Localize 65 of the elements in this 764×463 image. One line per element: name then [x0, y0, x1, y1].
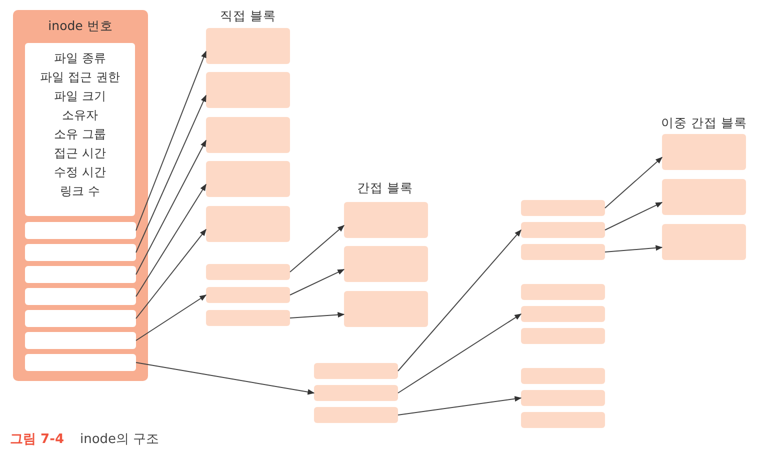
- arrow: [398, 314, 522, 394]
- arrow: [136, 294, 207, 341]
- data-block: [521, 200, 605, 216]
- arrow: [604, 245, 663, 252]
- attribute-list-box: [25, 43, 135, 216]
- data-block: [521, 412, 605, 428]
- arrow: [136, 140, 206, 275]
- data-block: [662, 134, 746, 170]
- data-block: [344, 246, 428, 282]
- column-heading: 이중 간접 블록: [661, 115, 747, 132]
- data-block: [521, 368, 605, 384]
- arrow: [136, 228, 206, 319]
- column-heading: 직접 블록: [220, 8, 276, 25]
- data-block: [521, 390, 605, 406]
- pointer-slot: [25, 288, 136, 305]
- arrow: [290, 224, 345, 272]
- data-block: [314, 385, 398, 401]
- data-block: [521, 328, 605, 344]
- arrow: [136, 362, 315, 395]
- data-block: [314, 407, 398, 423]
- arrow: [136, 94, 206, 253]
- data-block: [344, 291, 428, 327]
- data-block: [521, 222, 605, 238]
- arrow: [398, 396, 522, 416]
- attribute-label: 수정 시간: [54, 164, 106, 181]
- attribute-label: 소유 그룹: [54, 126, 106, 143]
- pointer-slot: [25, 310, 136, 327]
- data-block: [521, 284, 605, 300]
- arrow: [136, 50, 206, 231]
- data-block: [344, 202, 428, 238]
- column-heading: 간접 블록: [357, 180, 413, 197]
- pointer-slot: [25, 222, 136, 239]
- attribute-label: 링크 수: [60, 183, 100, 200]
- data-block: [521, 306, 605, 322]
- arrow: [290, 268, 345, 296]
- arrow: [604, 156, 663, 208]
- arrow: [398, 229, 522, 372]
- box-title: inode 번호: [48, 17, 113, 35]
- attribute-label: 소유자: [62, 107, 98, 124]
- data-block: [206, 28, 290, 64]
- data-block: [206, 264, 290, 280]
- attribute-label: 파일 접근 권한: [40, 69, 120, 86]
- attribute-label: 파일 크기: [54, 88, 106, 105]
- data-block: [662, 224, 746, 260]
- pointer-slot: [25, 354, 136, 371]
- pointer-slot: [25, 332, 136, 349]
- arrow: [604, 202, 663, 230]
- data-block: [662, 179, 746, 215]
- pointer-slot: [25, 244, 136, 261]
- inode-box: [13, 10, 148, 381]
- attribute-label: 접근 시간: [54, 145, 106, 162]
- arrow: [290, 312, 345, 318]
- data-block: [206, 72, 290, 108]
- data-block: [206, 206, 290, 242]
- attribute-label: 파일 종류: [54, 50, 106, 67]
- data-block: [206, 287, 290, 303]
- figure-caption: inode의 구조: [80, 431, 160, 448]
- data-block: [206, 310, 290, 326]
- data-block: [521, 244, 605, 260]
- pointer-slot: [25, 266, 136, 283]
- data-block: [314, 363, 398, 379]
- figure-number: 그림 7-4: [10, 431, 64, 448]
- arrow: [136, 184, 206, 297]
- data-block: [206, 161, 290, 197]
- data-block: [206, 117, 290, 153]
